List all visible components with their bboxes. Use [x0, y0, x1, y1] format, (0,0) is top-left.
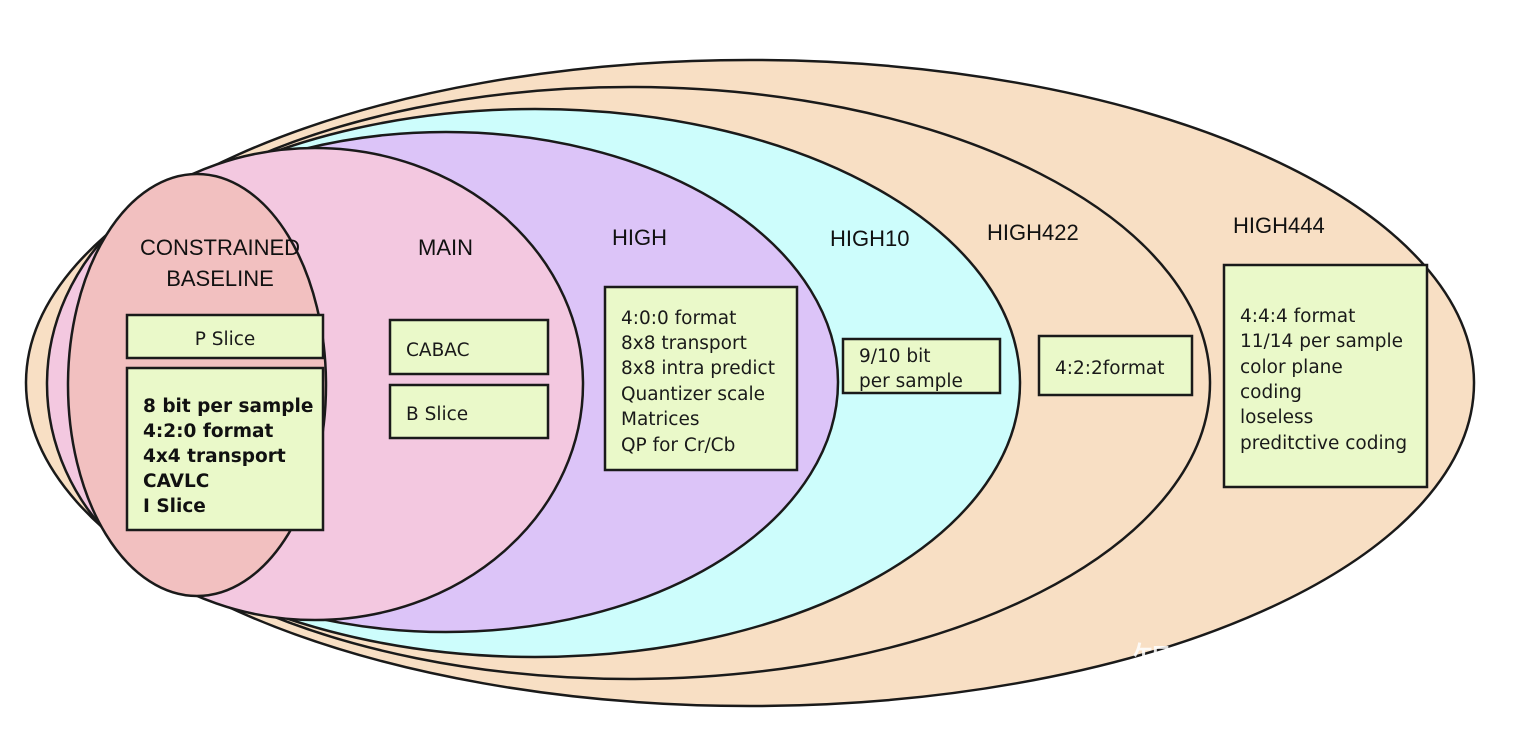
feature-text-baseline-4: CAVLC	[143, 471, 209, 492]
feature-text-high444-2: 11/14 per sample	[1240, 331, 1403, 352]
feature-box-high	[603, 285, 799, 472]
profile-label-high422: HIGH422	[987, 220, 1079, 245]
profile-label-constrained-baseline-line1: CONSTRAINED	[140, 235, 300, 260]
feature-box-baseline-features	[125, 366, 325, 532]
feature-text-high-6: QP for Cr/Cb	[621, 435, 735, 456]
feature-text-high444-5: loseless	[1240, 407, 1313, 428]
feature-text-high444-4: coding	[1240, 382, 1302, 403]
profile-label-high444: HIGH444	[1233, 213, 1325, 238]
feature-text-high10-1: 9/10 bit	[859, 346, 931, 367]
feature-text-cabac: CABAC	[406, 340, 470, 361]
feature-text-b-slice: B Slice	[406, 404, 468, 425]
feature-text-baseline-3: 4x4 transport	[143, 446, 286, 467]
feature-text-high10-2: per sample	[859, 371, 963, 392]
profile-label-main: MAIN	[418, 235, 473, 260]
watermark: 知乎 @Linux百里	[1132, 640, 1453, 686]
feature-text-high444-1: 4:4:4 format	[1240, 306, 1355, 327]
feature-text-high-1: 4:0:0 format	[621, 308, 736, 329]
feature-text-high444-3: color plane	[1240, 357, 1343, 378]
feature-text-high-2: 8x8 transport	[621, 333, 747, 354]
feature-box-cabac	[388, 318, 550, 376]
feature-text-high-5: Matrices	[621, 409, 700, 430]
feature-box-high422	[1037, 334, 1194, 397]
feature-text-high-4: Quantizer scale	[621, 384, 765, 405]
feature-box-p-slice	[125, 313, 325, 360]
profile-label-high: HIGH	[612, 225, 667, 250]
feature-box-high10	[841, 337, 1002, 395]
feature-text-baseline-5: I Slice	[143, 496, 206, 517]
profile-label-high10: HIGH10	[830, 226, 909, 251]
feature-text-high444-6: preditctive coding	[1240, 433, 1407, 454]
feature-box-high444	[1222, 263, 1429, 489]
feature-text-p-slice: P Slice	[195, 329, 256, 350]
feature-text-baseline-1: 8 bit per sample	[143, 396, 313, 417]
profile-label-constrained-baseline-line2: BASELINE	[166, 266, 274, 291]
feature-text-baseline-2: 4:2:0 format	[143, 421, 273, 442]
feature-box-b-slice	[388, 383, 550, 440]
feature-text-high-3: 8x8 intra predict	[621, 358, 775, 379]
feature-text-high422: 4:2:2format	[1055, 358, 1165, 379]
